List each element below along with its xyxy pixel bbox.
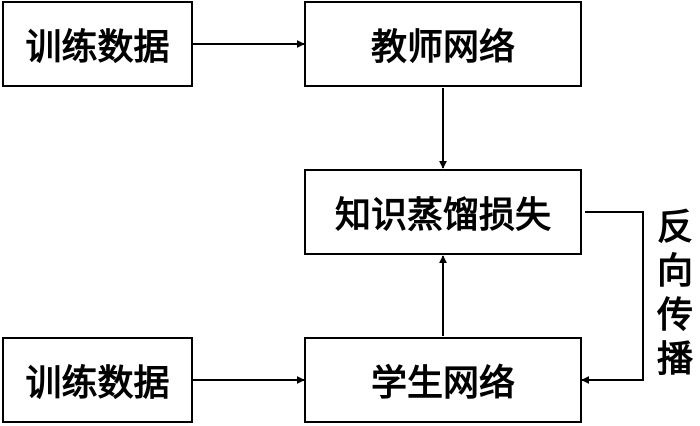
train-data-bottom-box: 训练数据: [2, 337, 193, 423]
backprop-char-3: 传: [656, 295, 693, 336]
backprop-connector: [581, 211, 644, 384]
backprop-char-2: 向: [656, 251, 693, 292]
backprop-char-4: 播: [656, 339, 693, 380]
backprop-char-1: 反: [656, 207, 693, 248]
train-data-top-box: 训练数据: [2, 1, 193, 87]
backprop-label: 反 向 传 播: [653, 206, 697, 382]
teacher-network-box: 教师网络: [304, 1, 582, 87]
kd-loss-box: 知识蒸馏损失: [304, 169, 582, 255]
student-network-box: 学生网络: [304, 337, 582, 423]
